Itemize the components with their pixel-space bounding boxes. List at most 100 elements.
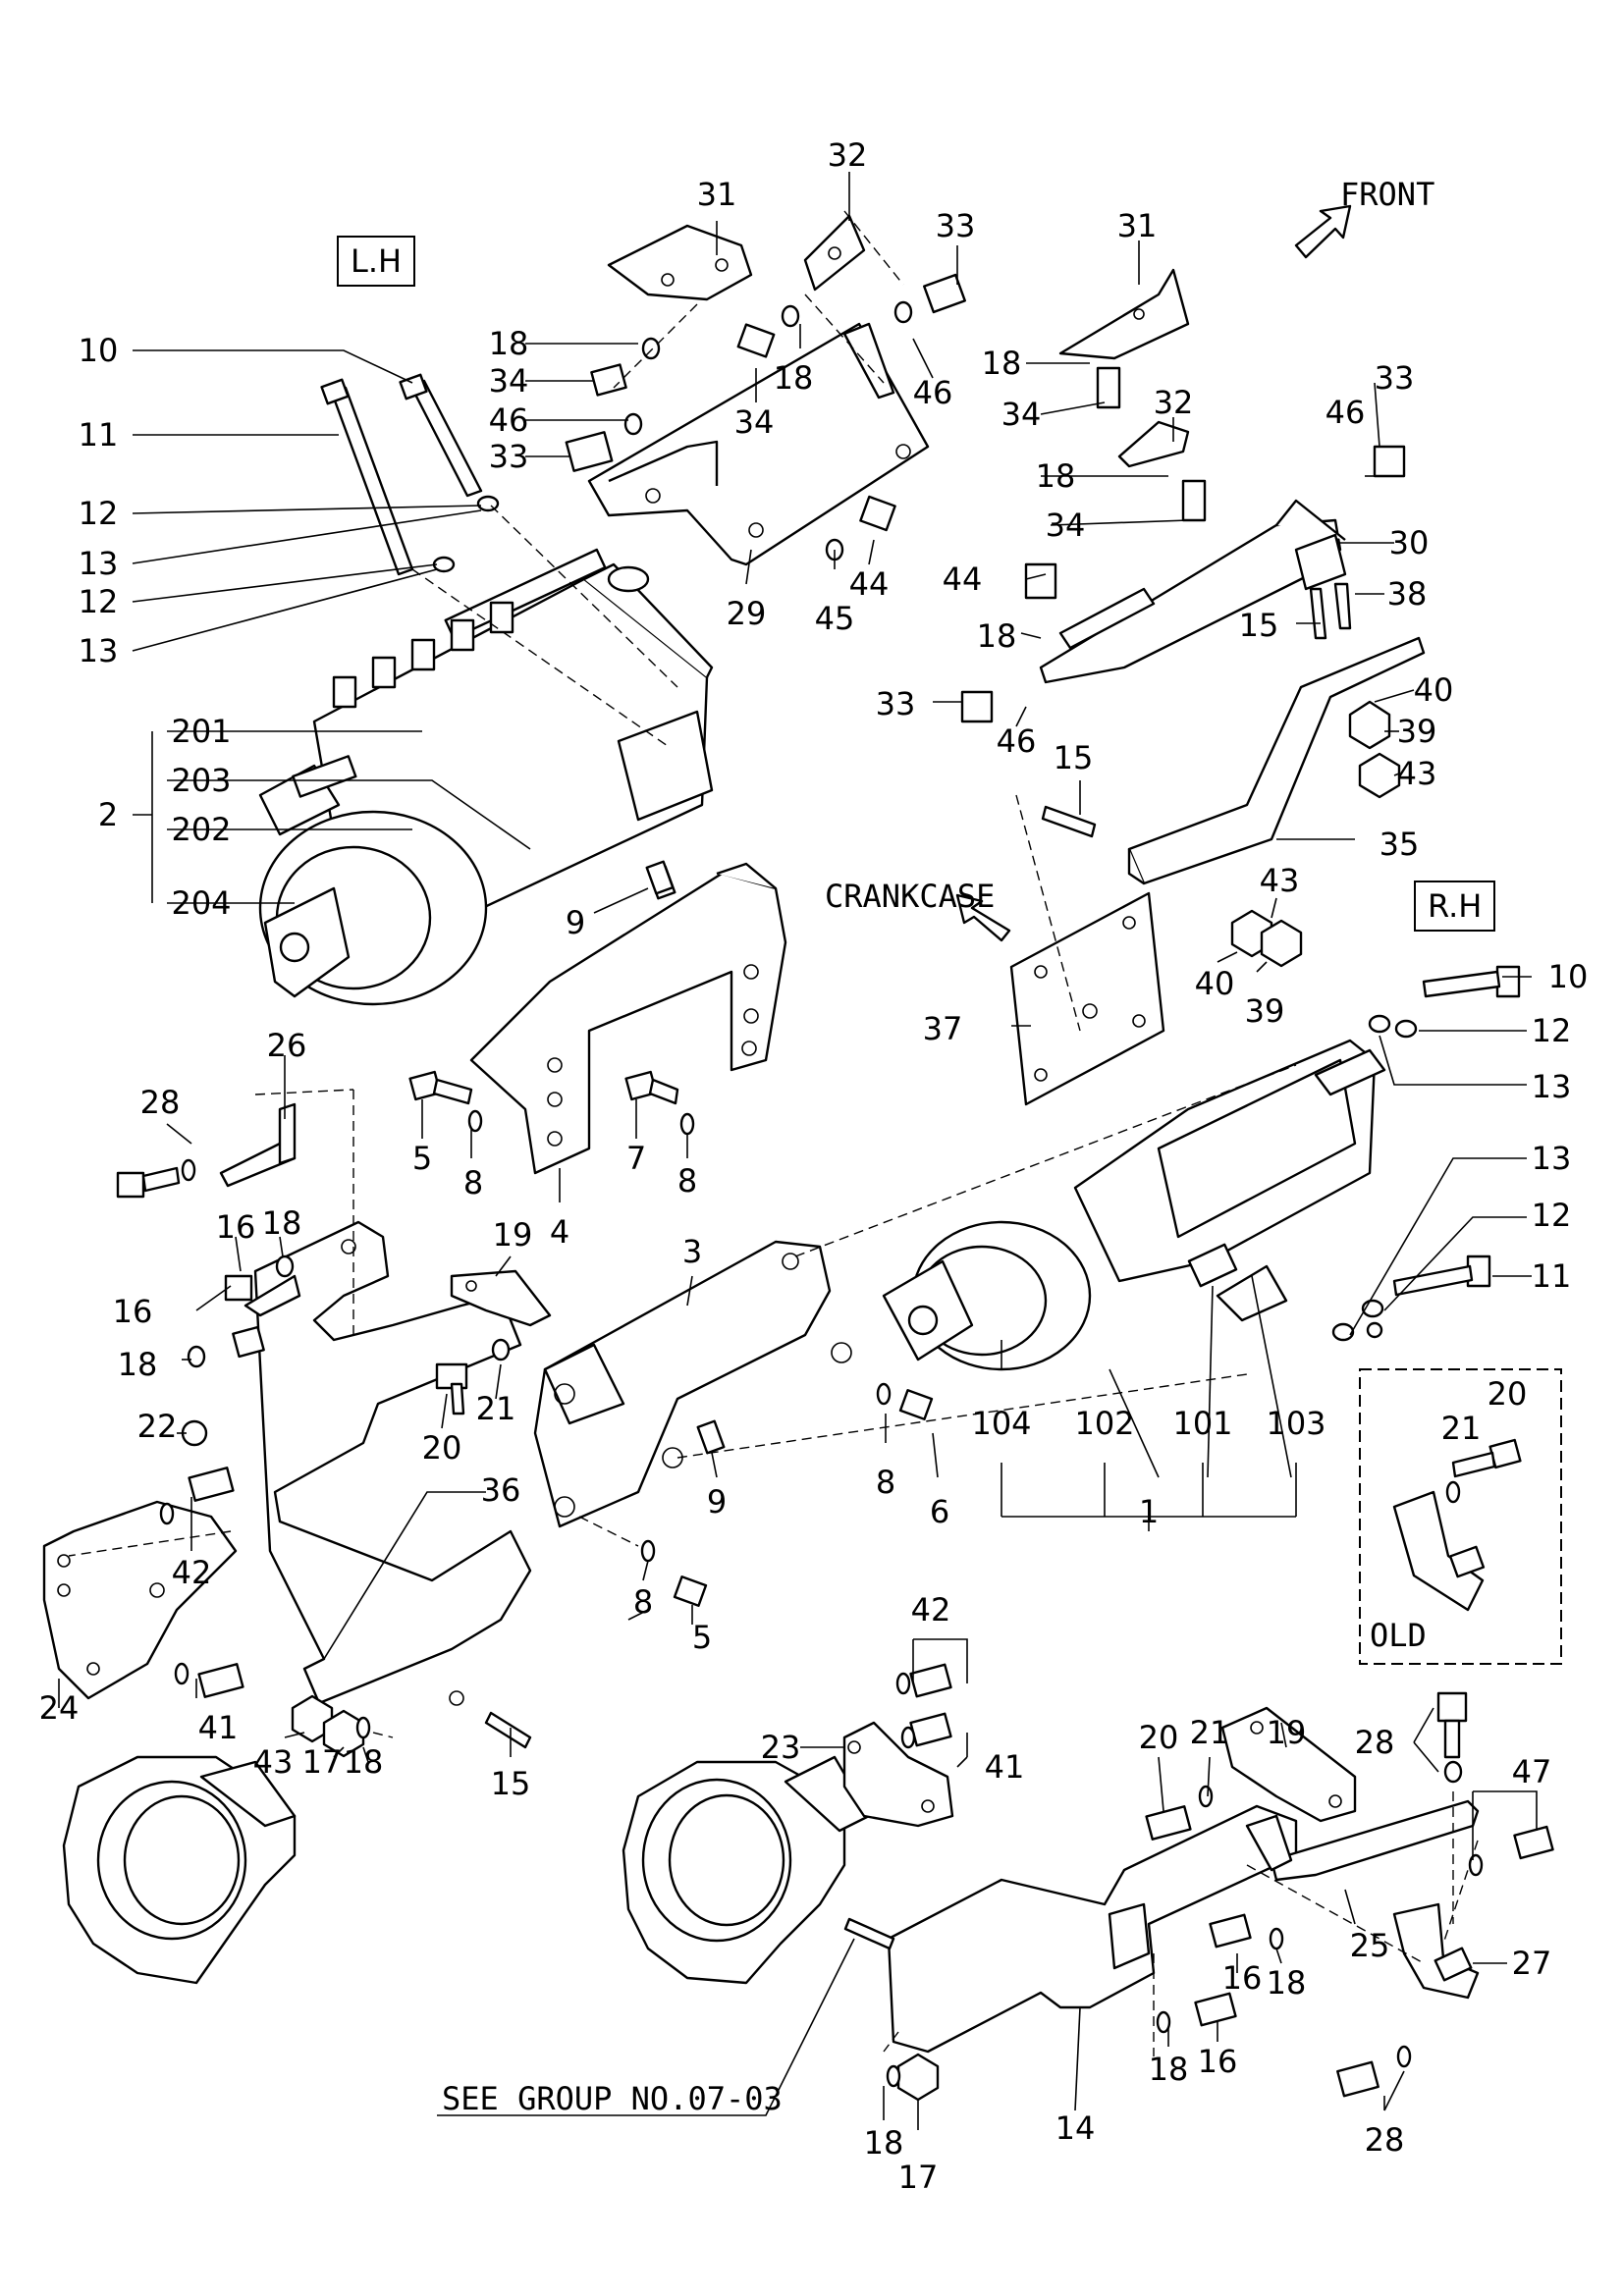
callout-number: 35 xyxy=(1379,826,1420,863)
callout-number: 16 xyxy=(1197,2043,1238,2080)
callout-number: 15 xyxy=(1238,607,1279,644)
callout-number: 15 xyxy=(490,1765,531,1802)
callout-number: 41 xyxy=(984,1748,1025,1786)
callout-number: 18 xyxy=(976,617,1017,655)
callout-number: 104 xyxy=(971,1405,1032,1442)
callout-number: 13 xyxy=(1531,1140,1572,1177)
callout-number: 5 xyxy=(411,1140,433,1177)
callout-number: 20 xyxy=(1487,1375,1528,1413)
bolts-10-11-lh xyxy=(320,373,678,747)
bracket-23 xyxy=(842,1721,954,1828)
bracket-27 xyxy=(1392,1902,1480,2000)
callout-number: 33 xyxy=(935,207,976,244)
callout-number: 13 xyxy=(1531,1068,1572,1105)
callout-number: 9 xyxy=(706,1483,728,1521)
flywheel-housing-rh xyxy=(622,1755,871,1985)
callout-number: 17 xyxy=(897,2159,939,2196)
rh-heading: R.H xyxy=(1414,881,1496,932)
bolts-rh-pump xyxy=(640,965,1521,1607)
callout-number: 15 xyxy=(1053,739,1094,776)
old-inset xyxy=(1359,1368,1562,1665)
callout-number: 16 xyxy=(112,1293,153,1330)
callout-number: 7 xyxy=(625,1140,647,1177)
callout-number: 27 xyxy=(1511,1945,1552,1982)
bracket-31-lh xyxy=(607,224,753,301)
callout-number: 18 xyxy=(261,1204,302,1242)
callout-number: 4 xyxy=(549,1213,570,1251)
callout-number: 32 xyxy=(827,136,868,174)
callout-number: 2 xyxy=(97,796,119,833)
callout-number: 5 xyxy=(691,1619,713,1656)
callout-number: 33 xyxy=(875,685,916,722)
callout-number: 11 xyxy=(1531,1257,1572,1295)
callout-number: 18 xyxy=(1035,457,1076,495)
callout-number: 12 xyxy=(1531,1197,1572,1234)
callout-number: 8 xyxy=(676,1162,698,1200)
direction-arrows xyxy=(955,204,1352,942)
callout-number: 3 xyxy=(681,1233,703,1270)
bracket-14 xyxy=(887,1804,1298,2054)
callout-number: 16 xyxy=(1221,1959,1263,1997)
see-group-note: SEE GROUP NO.07-03 xyxy=(442,2080,783,2117)
callout-number: 18 xyxy=(981,345,1022,382)
leader-lines xyxy=(58,172,1538,2130)
callout-number: 34 xyxy=(733,403,775,441)
studs-bolts-rh xyxy=(960,366,1406,968)
callout-number: 45 xyxy=(814,600,855,637)
callout-number: 18 xyxy=(343,1743,384,1781)
plate-37 xyxy=(1009,794,1165,1106)
callout-number: 19 xyxy=(1266,1714,1307,1751)
callout-number: 17 xyxy=(301,1743,343,1781)
callout-number: 34 xyxy=(1001,396,1042,433)
callout-number: 42 xyxy=(910,1591,951,1629)
callout-number: 33 xyxy=(488,438,529,475)
bolts-5-7 xyxy=(408,860,695,1136)
flywheel-housing-lh xyxy=(62,1755,297,1985)
callout-number: 13 xyxy=(78,632,119,669)
injection-pump-lh xyxy=(258,548,714,1006)
callout-number: 46 xyxy=(912,374,953,411)
callout-number: 41 xyxy=(197,1709,239,1746)
callout-number: 47 xyxy=(1511,1753,1552,1790)
callout-number: 22 xyxy=(136,1408,178,1445)
callout-number: 44 xyxy=(848,565,890,603)
callout-number: 11 xyxy=(78,416,119,454)
callout-number: 18 xyxy=(1266,1964,1307,2002)
callout-number: 43 xyxy=(1259,862,1300,899)
front-label: FRONT xyxy=(1340,176,1435,213)
callout-number: 14 xyxy=(1055,2109,1096,2147)
callout-number: 19 xyxy=(492,1216,533,1254)
callout-number: 21 xyxy=(1440,1410,1482,1447)
bracket-24 xyxy=(42,1500,238,1700)
callout-number: 33 xyxy=(1374,359,1415,397)
fasteners-lower-right xyxy=(843,1663,1554,2102)
callout-number: 31 xyxy=(696,176,737,213)
callout-number: 36 xyxy=(480,1471,521,1509)
callout-number: 46 xyxy=(1325,394,1366,431)
callout-number: 39 xyxy=(1396,713,1437,750)
callout-number: 10 xyxy=(78,332,119,369)
bracket-32-lh xyxy=(803,214,866,292)
injection-pump-rh xyxy=(882,1039,1386,1371)
bracket-29 xyxy=(587,322,930,566)
callout-number: 203 xyxy=(171,762,232,799)
callout-number: 37 xyxy=(922,1010,963,1047)
callout-number: 102 xyxy=(1074,1405,1135,1442)
bracket-30 xyxy=(1039,499,1347,684)
callout-number: 29 xyxy=(726,595,767,632)
crankcase-label: CRANKCASE xyxy=(825,878,996,915)
callout-number: 46 xyxy=(996,722,1037,760)
callout-number: 12 xyxy=(78,583,119,620)
callout-number: 18 xyxy=(488,325,529,362)
callout-number: 8 xyxy=(462,1164,484,1201)
callout-number: 20 xyxy=(421,1429,462,1467)
callout-number: 42 xyxy=(171,1554,212,1591)
bracket-35 xyxy=(1127,636,1426,885)
callout-number: 16 xyxy=(215,1208,256,1246)
callout-number: 34 xyxy=(488,362,529,400)
callout-number: 1 xyxy=(1138,1493,1160,1530)
bracket-31-rh xyxy=(1058,268,1190,360)
bracket-26 xyxy=(219,1102,297,1188)
callout-number: 101 xyxy=(1172,1405,1233,1442)
